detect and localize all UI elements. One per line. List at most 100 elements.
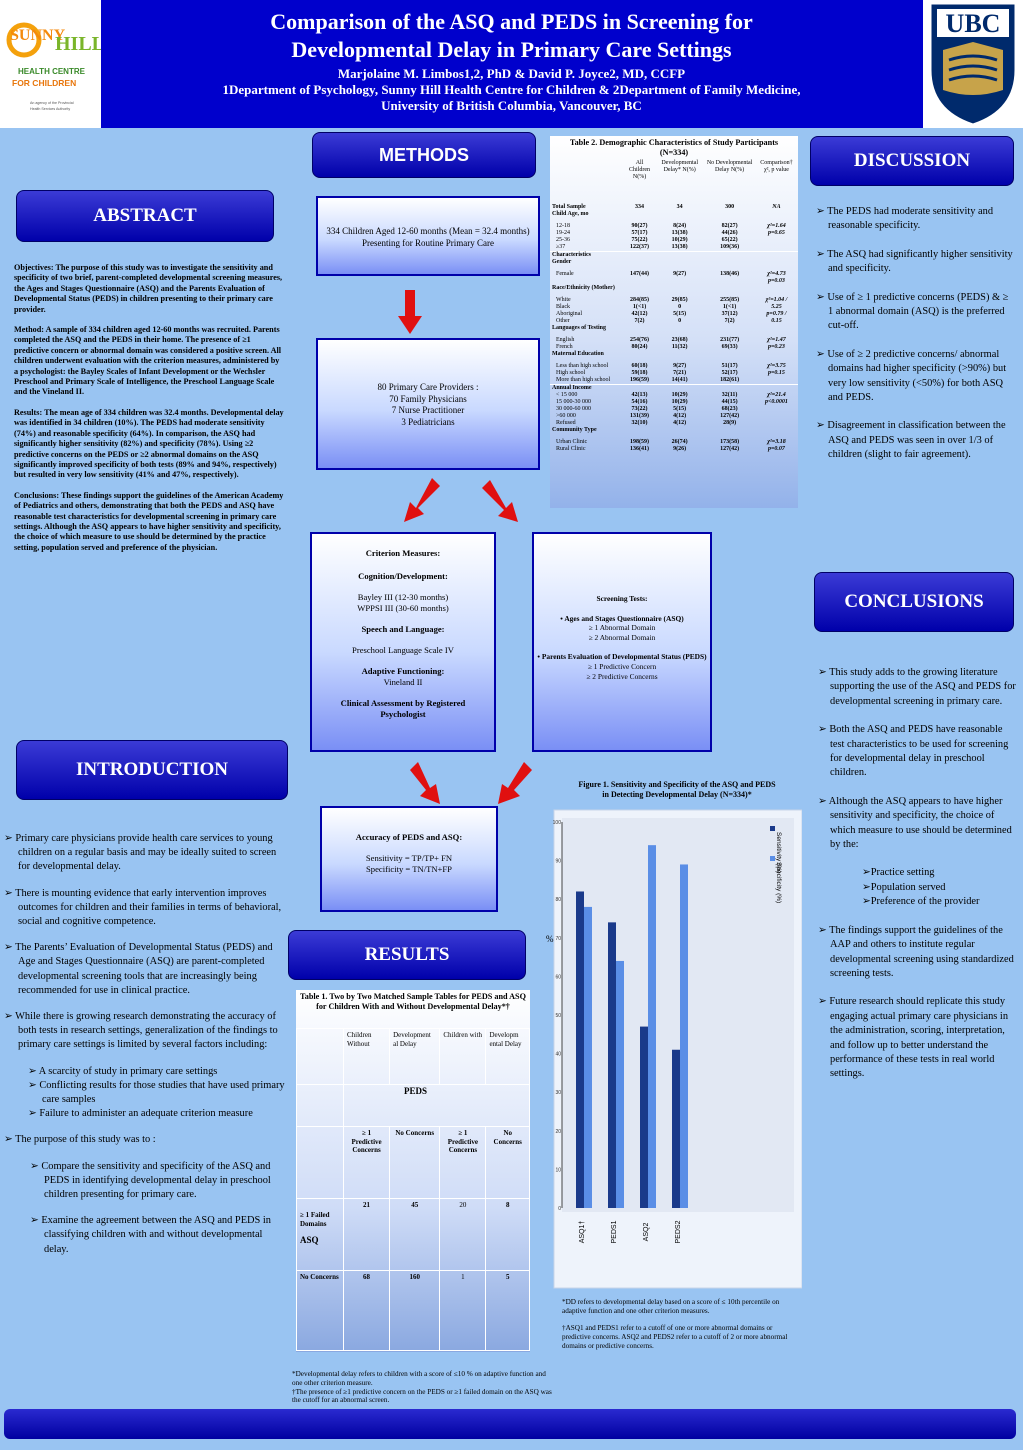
y-tick-label: 50 <box>555 1013 561 1019</box>
table2-cell: χ²=21.4 <box>767 392 786 398</box>
table2-cell: 14(41) <box>671 377 688 383</box>
table2-row-label: Annual Income <box>552 385 592 391</box>
table2-row-label: Female <box>556 271 574 277</box>
table2-cell: χ²=3.75 <box>767 363 786 369</box>
table2-cell <box>704 351 755 363</box>
table2-cell: 173(58) <box>720 439 740 445</box>
table2-cell: 42(13) <box>631 392 648 398</box>
table2-cell: 54(16) <box>631 399 648 405</box>
table2-cell <box>655 427 704 439</box>
poster-title: Comparison of the ASQ and PEDS in Screen… <box>270 9 753 62</box>
table1-col-label: No Concerns <box>485 1126 530 1199</box>
table2-header: Comparison† χ², p value <box>760 160 793 173</box>
table2-cell: 127(42) <box>720 413 740 419</box>
introduction-body: ➢ Primary care physicians provide health… <box>4 832 289 1257</box>
table2-row-label: High school <box>556 370 586 376</box>
table2-cell: 10(29) <box>671 399 688 405</box>
table2-row: Languages of Testing <box>550 325 798 337</box>
abstract-objectives: Objectives: The purpose of this study wa… <box>14 263 283 314</box>
table2-cell: 4(12) <box>673 413 687 419</box>
table2-cell <box>624 325 655 337</box>
table2-cell: 9(27) <box>673 271 687 277</box>
table2-cell: 138(46) <box>720 271 740 277</box>
table1-cell: 8 <box>485 1198 530 1271</box>
table2-row-label: 19-24 <box>556 230 570 236</box>
table1-row-label: ≥ 1 Failed Domains ASQ <box>296 1198 344 1271</box>
table2-cell <box>624 211 655 223</box>
table1-header: Developm ental Delay <box>485 1028 530 1085</box>
intro-bullet: ➢ There is mounting evidence that early … <box>4 887 282 928</box>
table2-cell: 51(17) <box>721 363 738 369</box>
table2-cell: 131(39) <box>630 413 650 419</box>
table2-cell <box>655 278 704 285</box>
bar-specificity-asq2 <box>648 845 656 1208</box>
table2-cell: 0.15 <box>771 318 782 324</box>
table1: Table 1. Two by Two Matched Sample Table… <box>296 990 530 1352</box>
table2-cell: p<0.0001 <box>765 399 788 405</box>
table1-header: Development al Delay <box>389 1028 441 1085</box>
intro-bullet: ➢ Primary care physicians provide health… <box>4 833 277 873</box>
x-tick-label: PEDS1 <box>611 1220 618 1243</box>
poster-header: Comparison of the ASQ and PEDS in Screen… <box>0 0 1023 128</box>
intro-subbullet: ➢ A scarcity of study in primary care se… <box>28 1065 218 1077</box>
diagonal-arrow-icon <box>410 762 440 804</box>
table2-cell <box>704 252 755 260</box>
y-tick-label: 0 <box>558 1206 561 1212</box>
table2-cell: p=0.03 <box>768 278 785 284</box>
table2-cell: 59(18) <box>631 370 648 376</box>
table2-row-label: 30 000-60 000 <box>556 406 591 412</box>
intro-subbullet: ➢ Conflicting results for those studies … <box>28 1079 285 1106</box>
table2-cell: NA <box>772 204 781 210</box>
x-tick-label: PEDS2 <box>675 1220 682 1243</box>
table2-cell: 196(59) <box>630 377 650 383</box>
discussion-body: ➢ The PEDS had moderate sensitivity and … <box>816 205 1016 463</box>
table2-cell: 10(29) <box>671 237 688 243</box>
table2-cell: 0 <box>678 318 682 324</box>
table2-cell: 255(85) <box>720 297 740 303</box>
table2-cell: p=0.65 <box>768 230 785 236</box>
table2-row-label <box>550 278 624 285</box>
table2-cell: 73(22) <box>631 406 648 412</box>
table2-cell: 1(<1) <box>632 304 647 310</box>
abstract-heading: ABSTRACT <box>16 190 274 242</box>
table2-row-label: Community Type <box>552 427 597 433</box>
table2-cell: 8(24) <box>673 223 687 229</box>
table2-row-label: Child Age, mo <box>552 211 589 217</box>
table2-cell: 7(2) <box>634 318 645 324</box>
conclusions-heading: CONCLUSIONS <box>814 572 1014 632</box>
table2-cell <box>624 351 655 363</box>
table2-cell: 69(33) <box>721 344 738 350</box>
down-arrow-icon <box>398 290 422 334</box>
table1-col-label: ≥ 1 Predictive Concerns <box>439 1126 487 1199</box>
table2-row: Community Type <box>550 427 798 439</box>
table2-cell <box>704 259 755 271</box>
table2-cell: 9(27) <box>673 363 687 369</box>
table2-cell: 23(68) <box>671 337 688 343</box>
table2-row-label: Gender <box>552 259 572 265</box>
table2: Table 2. Demographic Characteristics of … <box>550 136 798 508</box>
table2-grid: All Children N(%) Developmental Delay* N… <box>550 160 798 453</box>
table2-cell <box>655 252 704 260</box>
table1-peds-label: PEDS <box>343 1084 530 1127</box>
table2-cell: 5(15) <box>673 406 687 412</box>
table1-cell: 68 <box>342 1270 391 1351</box>
table2-cell: 32(11) <box>721 392 738 398</box>
y-axis-label: % <box>546 934 554 944</box>
table2-cell <box>755 244 798 252</box>
table1-col-label: ≥ 1 Predictive Concerns <box>342 1126 391 1199</box>
methods-sample-box: 334 Children Aged 12-60 months (Mean = 3… <box>316 196 540 276</box>
table2-cell <box>704 285 755 297</box>
table2-cell <box>755 427 798 439</box>
figure1-title: Figure 1. Sensitivity and Specificity of… <box>578 780 776 799</box>
table2-cell <box>755 413 798 420</box>
